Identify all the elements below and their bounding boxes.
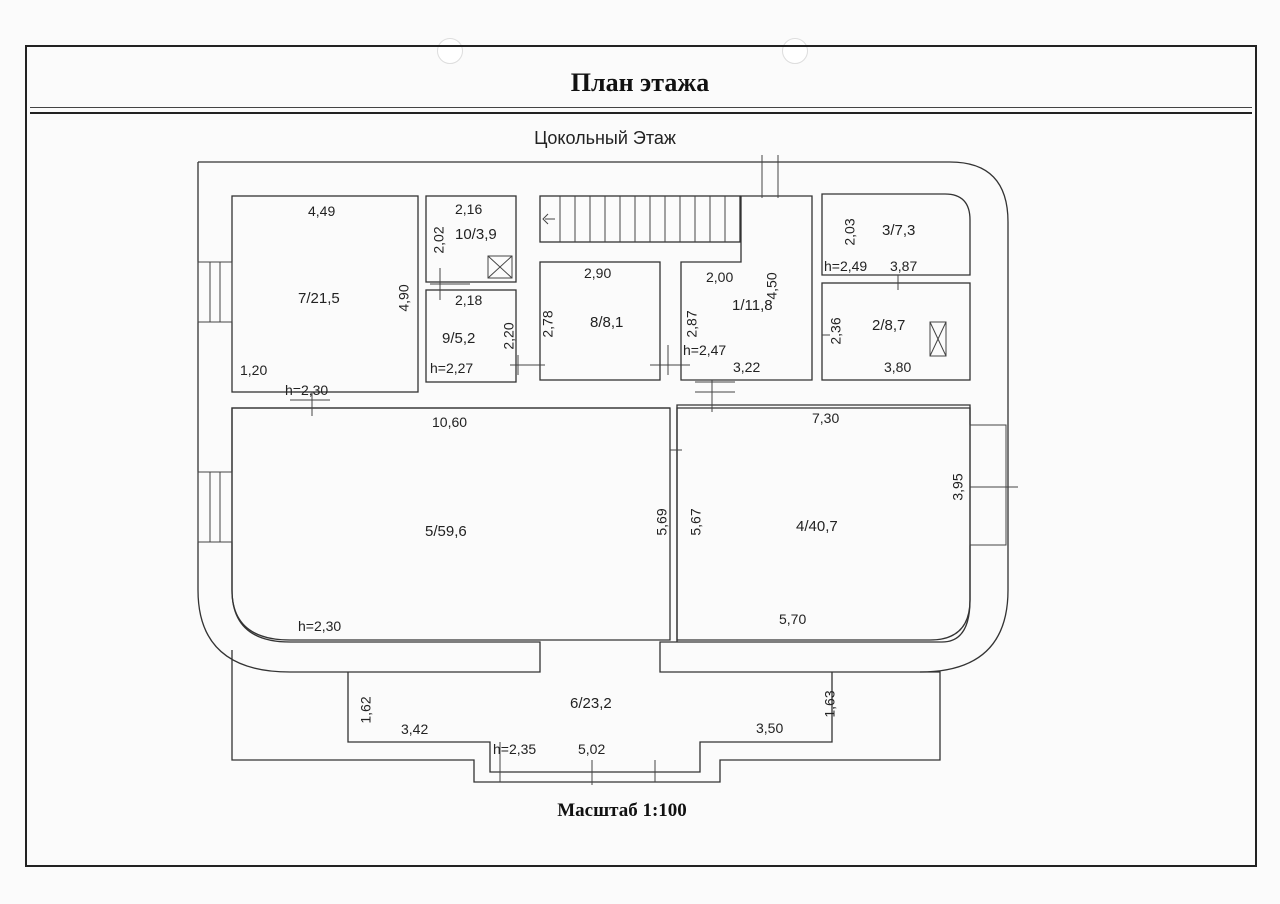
stair-outline [539, 195, 741, 243]
room-4-label: 4/40,7 [796, 518, 838, 535]
page-title: План этажа [570, 68, 710, 97]
room-8-label: 8/8,1 [590, 314, 624, 331]
room-8-depth: 2,78 [539, 310, 556, 338]
room-8-depth-2: 2,87 [683, 310, 700, 338]
room-10-depth: 2,02 [430, 226, 447, 254]
room-1-label: 1/11,8 [732, 297, 773, 314]
room-4-width: 7,30 [812, 410, 840, 426]
room-1-depth: 4,50 [763, 272, 780, 300]
room-9-outline [425, 289, 517, 383]
room-3-label: 3/7,3 [882, 222, 916, 239]
room-5-width: 10,60 [432, 414, 468, 430]
room-5-outline [231, 407, 671, 641]
room-10-width: 2,16 [455, 201, 483, 217]
room-4-outline [676, 404, 971, 641]
room-1-outline [680, 195, 813, 381]
room-4-side: 3,95 [949, 473, 966, 501]
room-9-width: 2,18 [455, 292, 483, 308]
room-5-label: 5/59,6 [425, 523, 467, 540]
room-10-label: 10/3,9 [455, 226, 497, 243]
scale-label: Масштаб 1:100 [557, 800, 687, 821]
outer-frame [25, 45, 1257, 867]
room-6-height: h=2,35 [493, 741, 537, 757]
room-2-depth: 2,36 [827, 317, 844, 345]
room-7-height: h=2,30 [285, 382, 329, 398]
room-8-outline [539, 261, 661, 381]
room-3-width: 3,87 [890, 258, 918, 274]
room-9-depth: 2,20 [500, 322, 517, 350]
room-9-label: 9/5,2 [442, 330, 476, 347]
room-3-height: h=2,49 [824, 258, 868, 274]
room-9-height: h=2,27 [430, 360, 474, 376]
punch-hole [782, 38, 808, 64]
floor-subtitle: Цокольный Этаж [534, 128, 676, 148]
room-1-width: 2,00 [706, 269, 734, 285]
room-2-width: 3,80 [884, 359, 912, 375]
room-6-left-width: 3,42 [401, 721, 429, 737]
room-6-mid-width: 5,02 [578, 741, 606, 757]
room-6-left-depth: 1,62 [357, 696, 374, 724]
room-6-label: 6/23,2 [570, 695, 612, 712]
room-2-outline [821, 282, 971, 381]
room-3-outline [821, 193, 971, 276]
room-6-inner [347, 672, 833, 773]
room-4-width-2: 5,70 [779, 611, 807, 627]
punch-hole [437, 38, 463, 64]
room-7-label: 7/21,5 [298, 290, 340, 307]
room-5-height: h=2,30 [298, 618, 342, 634]
outer-wall [198, 161, 1009, 673]
room-5-depth: 5,69 [653, 508, 670, 536]
room-7-width: 4,49 [308, 203, 336, 219]
inner-frame [30, 112, 1252, 867]
room-7-depth: 4,90 [395, 284, 412, 312]
room-7-side: 1,20 [240, 362, 268, 378]
room-10-outline [425, 195, 517, 283]
title-divider [30, 107, 1252, 108]
room-1-height: h=2,47 [683, 342, 727, 358]
room-2-label: 2/8,7 [872, 317, 906, 334]
room-3-depth: 2,03 [841, 218, 858, 246]
room-8-width: 2,90 [584, 265, 612, 281]
room-4-depth: 5,67 [687, 508, 704, 536]
room-6-right-depth: 1,63 [821, 690, 838, 718]
room-6-outer [231, 650, 941, 783]
room-6-right-width: 3,50 [756, 720, 784, 736]
room-1-width-2: 3,22 [733, 359, 761, 375]
